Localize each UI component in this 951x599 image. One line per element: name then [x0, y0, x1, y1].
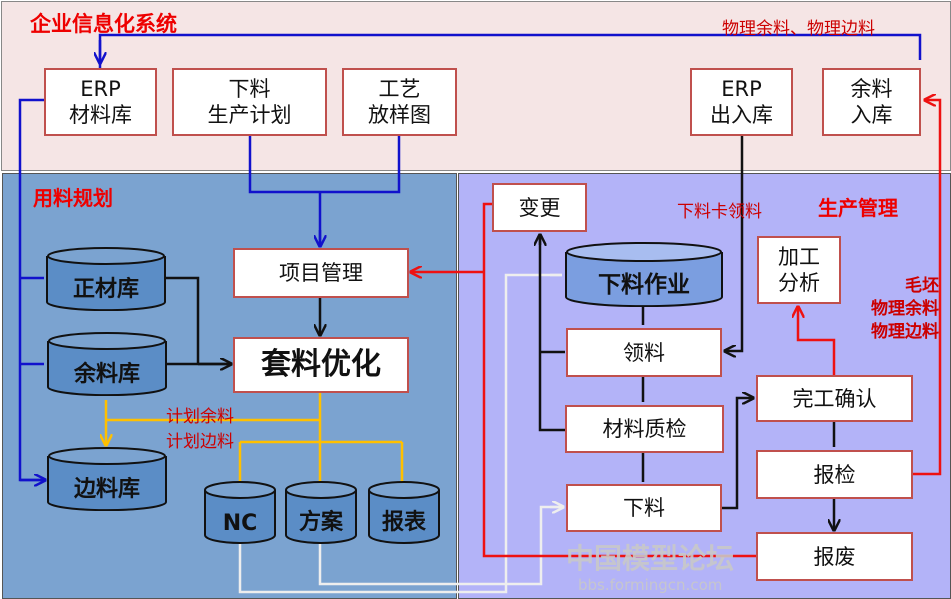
label: NC [222, 511, 258, 536]
watermark-url: bbs.formingcn.com [578, 576, 723, 594]
label: 材料库 [69, 103, 132, 127]
remnant-storage-box[interactable]: 余料入库 [822, 68, 921, 136]
physical-remnant-label: 物理余料 [871, 299, 939, 319]
label: 余料库 [73, 362, 140, 387]
edge-material-db[interactable]: 边料库 [47, 447, 167, 511]
project-management-box[interactable]: 项目管理 [233, 248, 409, 298]
watermark-logo: 中国模型论坛 [566, 542, 735, 575]
label: 放样图 [368, 103, 431, 127]
completion-confirm-box[interactable]: 完工确认 [756, 375, 913, 422]
enterprise-system-title: 企业信息化系统 [30, 12, 177, 36]
main-material-db[interactable]: 正材库 [46, 247, 166, 311]
inspection-report-box[interactable]: 报检 [756, 450, 913, 499]
physical-remnant-note: 物理余料、物理边料 [722, 19, 875, 39]
nc-output-db[interactable]: NC [204, 481, 276, 544]
scrap-box[interactable]: 报废 [756, 532, 913, 581]
change-box[interactable]: 变更 [492, 183, 587, 232]
physical-edge-label: 物理边料 [871, 322, 939, 342]
planned-remnant-label: 计划余料 [166, 407, 234, 427]
label: 余料 [850, 77, 893, 101]
label: 边料库 [73, 477, 140, 502]
label: 工艺 [378, 77, 421, 101]
cutting-box[interactable]: 下料 [566, 484, 722, 532]
card-pick-label: 下料卡领料 [677, 202, 762, 222]
label: 生产计划 [207, 103, 292, 127]
erp-to-dbs-line [18, 98, 44, 482]
production-management-title: 生产管理 [818, 196, 898, 220]
planned-edge-label: 计划边料 [166, 432, 234, 452]
label: 下料作业 [598, 272, 690, 298]
label: 出入库 [710, 103, 773, 127]
label: 下料 [228, 77, 271, 101]
plan-output-db[interactable]: 方案 [285, 481, 357, 544]
label: ERP [721, 77, 762, 101]
label: 报表 [381, 510, 426, 535]
label: ERP [80, 77, 121, 101]
report-output-db[interactable]: 报表 [368, 481, 440, 544]
physical-output-labels: 毛坯物理余料物理边料 [871, 275, 939, 344]
material-planning-title: 用料规划 [33, 186, 113, 210]
process-analysis-box[interactable]: 加工分析 [757, 236, 841, 304]
label: 方案 [298, 510, 343, 535]
cutting-plan-box[interactable]: 下料生产计划 [172, 68, 327, 136]
label: 加工 [778, 245, 820, 269]
remnant-db[interactable]: 余料库 [47, 332, 167, 396]
process-layout-box[interactable]: 工艺放样图 [342, 68, 457, 136]
material-pick-box[interactable]: 领料 [566, 328, 722, 377]
nesting-optimization-box[interactable]: 套料优化 [233, 337, 409, 393]
label: 入库 [850, 103, 893, 127]
blank-label: 毛坯 [905, 276, 939, 296]
label: 分析 [778, 271, 820, 295]
material-qc-box[interactable]: 材料质检 [565, 405, 724, 453]
label: 正材库 [72, 277, 139, 302]
cutting-job-db[interactable]: 下料作业 [565, 242, 723, 307]
